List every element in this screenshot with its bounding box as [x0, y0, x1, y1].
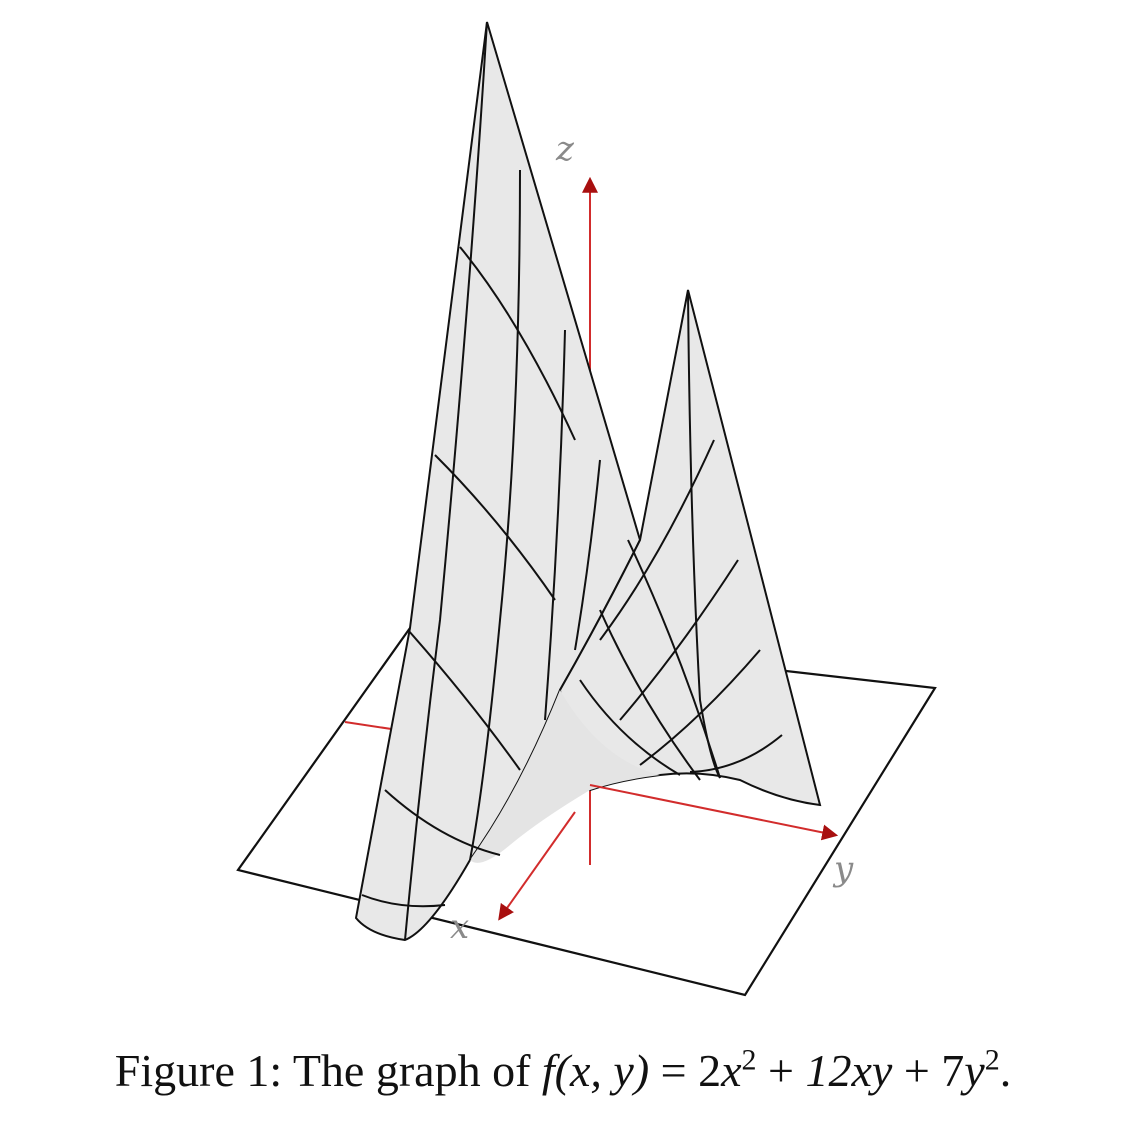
- caption-term3-exp: 2: [984, 1043, 1000, 1077]
- caption-term3-var: y: [964, 1045, 985, 1096]
- caption-term1-exp: 2: [741, 1043, 757, 1077]
- caption-prefix: Figure 1: The graph of: [114, 1045, 542, 1096]
- figure-caption: Figure 1: The graph of f(x, y) = 2x2 + 1…: [0, 1044, 1126, 1097]
- caption-plus1: +: [756, 1045, 806, 1096]
- caption-equals: =: [649, 1045, 699, 1096]
- caption-term2: 12xy: [805, 1045, 893, 1096]
- caption-term1-var: x: [721, 1045, 742, 1096]
- caption-suffix: .: [999, 1045, 1012, 1096]
- surface-valley: [470, 690, 660, 863]
- caption-plus2: +: [892, 1045, 942, 1096]
- y-axis-label: y: [832, 849, 854, 889]
- mesh-lines: [361, 21, 783, 941]
- x-axis-label: x: [450, 907, 469, 947]
- y-axis-line: [589, 784, 839, 841]
- x-axis-line: [498, 811, 576, 921]
- z-axis-label: z: [555, 129, 575, 169]
- caption-term1-coef: 2: [698, 1045, 722, 1096]
- caption-function: f(x, y): [541, 1045, 650, 1096]
- caption-term3-coef: 7: [941, 1045, 965, 1096]
- x-axis-back: [344, 721, 399, 731]
